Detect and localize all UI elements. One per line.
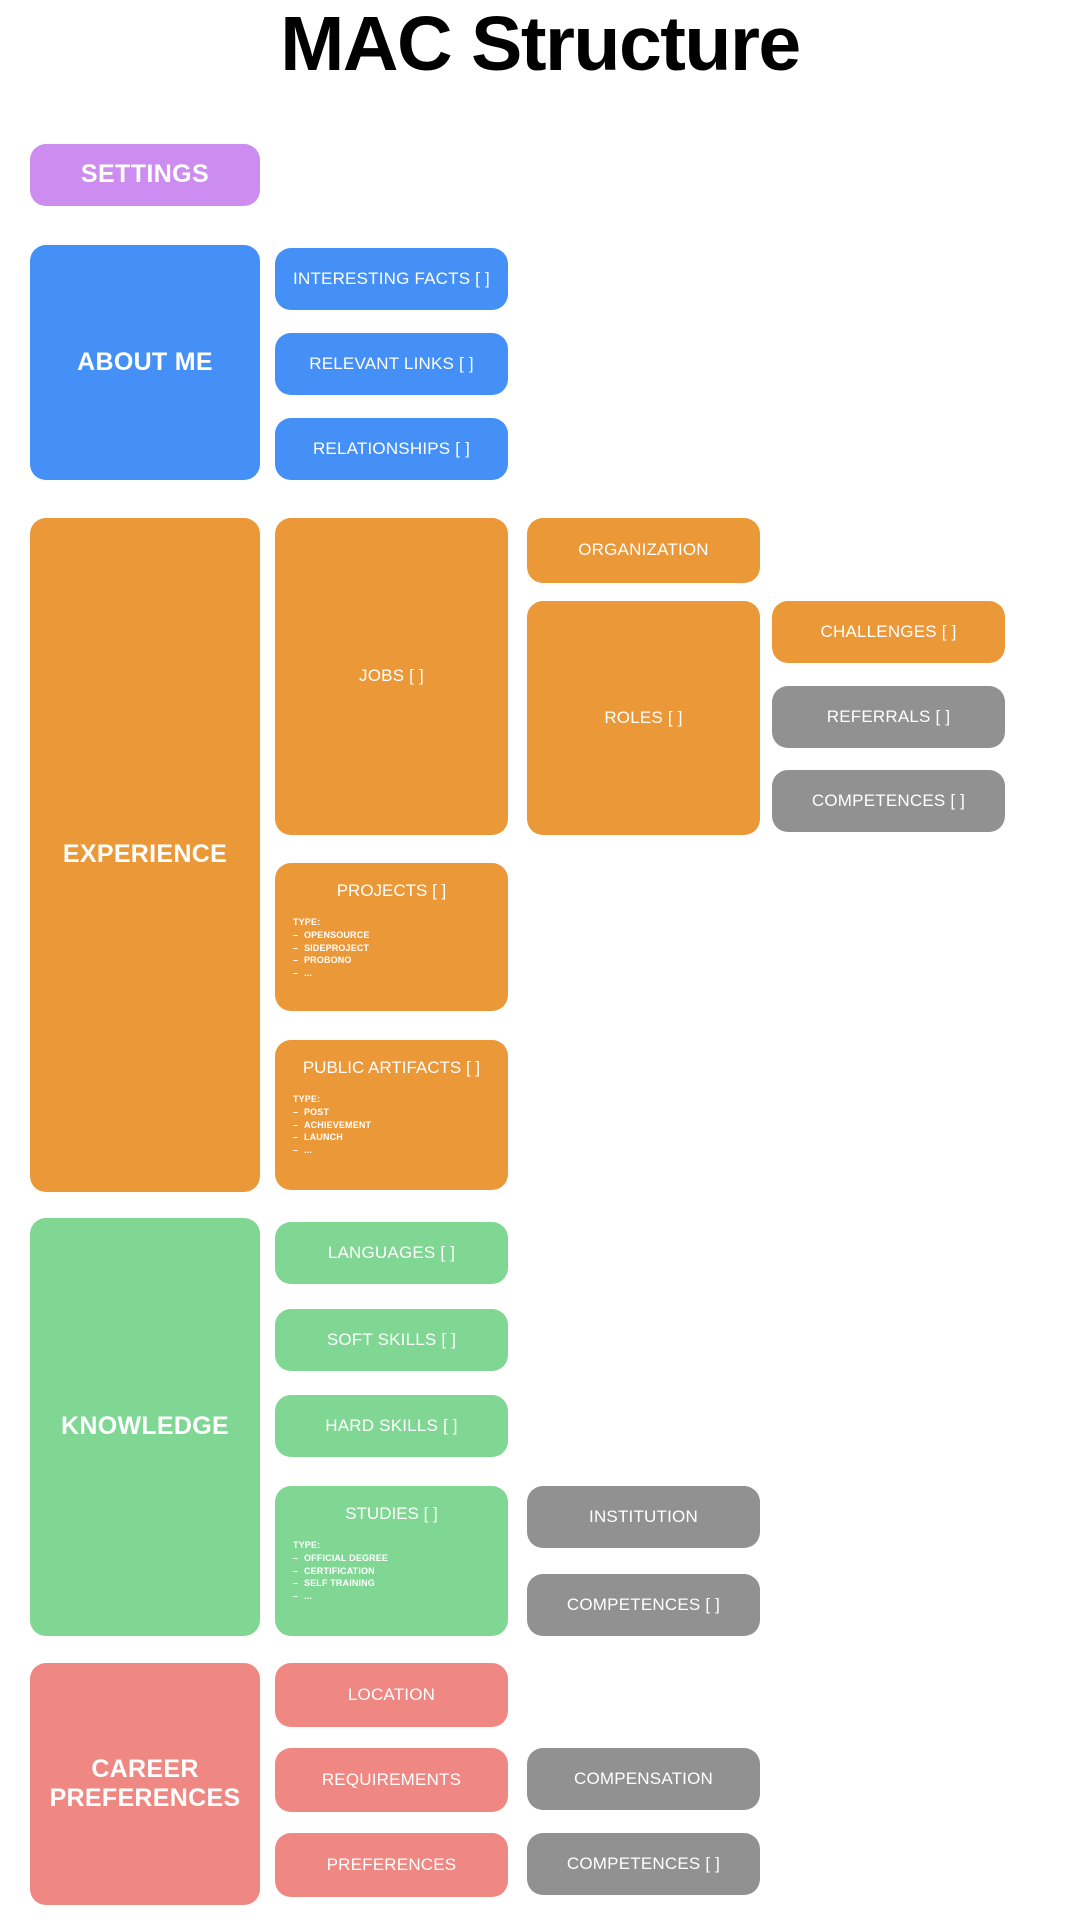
card-relevant-links-label: RELEVANT LINKS [ ] <box>309 353 474 373</box>
page-title: MAC Structure <box>280 1 801 87</box>
card-competences-knowledge[interactable]: COMPETENCES [ ] <box>527 1574 760 1636</box>
card-competences-experience[interactable]: COMPETENCES [ ] <box>772 770 1005 832</box>
card-soft-skills-label: SOFT SKILLS [ ] <box>326 1329 457 1349</box>
card-organization-label: ORGANIZATION <box>578 540 709 560</box>
studies-type-item: –CERTIFICATION <box>293 1565 375 1576</box>
card-interesting-facts-label: INTERESTING FACTS [ ] <box>293 268 490 288</box>
card-languages[interactable]: LANGUAGES [ ] <box>275 1222 508 1284</box>
card-competences-experience-label: COMPETENCES [ ] <box>811 790 966 810</box>
card-competences-career[interactable]: COMPETENCES [ ] <box>527 1833 760 1895</box>
card-career-preferences[interactable]: CAREER PREFERENCES <box>30 1663 260 1905</box>
card-settings-label: SETTINGS <box>80 160 210 189</box>
card-studies[interactable]: STUDIES [ ] TYPE: –OFFICIAL DEGREE –CERT… <box>275 1486 508 1636</box>
card-experience[interactable]: EXPERIENCE <box>30 518 260 1192</box>
card-roles[interactable]: ROLES [ ] <box>527 601 760 835</box>
card-career-preferences-label: CAREER PREFERENCES <box>49 1754 241 1813</box>
card-knowledge-label: KNOWLEDGE <box>61 1412 229 1441</box>
card-location-label: LOCATION <box>347 1684 436 1704</box>
studies-type-item: –... <box>293 1591 312 1602</box>
projects-type-item: –PROBONO <box>293 955 352 966</box>
public-artifacts-type-heading: TYPE: <box>293 1094 321 1105</box>
studies-type-item: –OFFICIAL DEGREE <box>293 1552 389 1563</box>
card-experience-label: EXPERIENCE <box>62 840 228 869</box>
card-requirements[interactable]: REQUIREMENTS <box>275 1748 508 1812</box>
card-projects-label: PROJECTS [ ] <box>336 881 447 900</box>
card-jobs-label: JOBS [ ] <box>359 666 424 686</box>
card-organization[interactable]: ORGANIZATION <box>527 518 760 583</box>
card-settings[interactable]: SETTINGS <box>30 144 260 206</box>
studies-type-item: –SELF TRAINING <box>293 1578 375 1589</box>
card-institution-label: INSTITUTION <box>589 1506 698 1526</box>
card-interesting-facts[interactable]: INTERESTING FACTS [ ] <box>275 248 508 310</box>
projects-type-item: –... <box>293 968 312 979</box>
card-compensation[interactable]: COMPENSATION <box>527 1748 760 1810</box>
card-projects[interactable]: PROJECTS [ ] TYPE: –OPENSOURCE –SIDEPROJ… <box>275 863 508 1011</box>
public-artifacts-type-item: –POST <box>293 1106 330 1117</box>
card-challenges[interactable]: CHALLENGES [ ] <box>772 601 1005 663</box>
card-about-me-label: ABOUT ME <box>77 347 213 376</box>
card-soft-skills[interactable]: SOFT SKILLS [ ] <box>275 1309 508 1371</box>
card-public-artifacts[interactable]: PUBLIC ARTIFACTS [ ] TYPE: –POST –ACHIEV… <box>275 1040 508 1190</box>
public-artifacts-type-item: –ACHIEVEMENT <box>293 1119 372 1130</box>
card-referrals[interactable]: REFERRALS [ ] <box>772 686 1005 748</box>
card-roles-label: ROLES [ ] <box>604 707 683 727</box>
card-relationships-label: RELATIONSHIPS [ ] <box>312 438 471 458</box>
card-challenges-label: CHALLENGES [ ] <box>820 621 957 641</box>
card-relevant-links[interactable]: RELEVANT LINKS [ ] <box>275 333 508 395</box>
card-referrals-label: REFERRALS [ ] <box>826 706 951 726</box>
card-location[interactable]: LOCATION <box>275 1663 508 1727</box>
card-competences-knowledge-label: COMPETENCES [ ] <box>566 1594 721 1614</box>
public-artifacts-type-list: TYPE: –POST –ACHIEVEMENT –LAUNCH –... <box>275 1093 371 1157</box>
card-requirements-label: REQUIREMENTS <box>321 1769 462 1789</box>
studies-type-list: TYPE: –OFFICIAL DEGREE –CERTIFICATION –S… <box>275 1539 388 1603</box>
card-preferences-label: PREFERENCES <box>326 1854 457 1874</box>
card-institution[interactable]: INSTITUTION <box>527 1486 760 1548</box>
card-competences-career-label: COMPETENCES [ ] <box>566 1853 721 1873</box>
card-studies-label: STUDIES [ ] <box>345 1504 438 1523</box>
card-hard-skills-label: HARD SKILLS [ ] <box>325 1415 458 1435</box>
projects-type-item: –SIDEPROJECT <box>293 942 370 953</box>
card-preferences[interactable]: PREFERENCES <box>275 1833 508 1897</box>
card-knowledge[interactable]: KNOWLEDGE <box>30 1218 260 1636</box>
card-compensation-label: COMPENSATION <box>573 1768 714 1788</box>
card-about-me[interactable]: ABOUT ME <box>30 245 260 480</box>
card-relationships[interactable]: RELATIONSHIPS [ ] <box>275 418 508 480</box>
card-public-artifacts-label: PUBLIC ARTIFACTS [ ] <box>302 1058 481 1077</box>
projects-type-item: –OPENSOURCE <box>293 929 370 940</box>
public-artifacts-type-item: –LAUNCH <box>293 1132 343 1143</box>
projects-type-list: TYPE: –OPENSOURCE –SIDEPROJECT –PROBONO … <box>275 916 370 980</box>
card-hard-skills[interactable]: HARD SKILLS [ ] <box>275 1395 508 1457</box>
studies-type-heading: TYPE: <box>293 1540 321 1551</box>
card-jobs[interactable]: JOBS [ ] <box>275 518 508 835</box>
public-artifacts-type-item: –... <box>293 1145 312 1156</box>
projects-type-heading: TYPE: <box>293 917 321 928</box>
card-languages-label: LANGUAGES [ ] <box>327 1242 456 1262</box>
